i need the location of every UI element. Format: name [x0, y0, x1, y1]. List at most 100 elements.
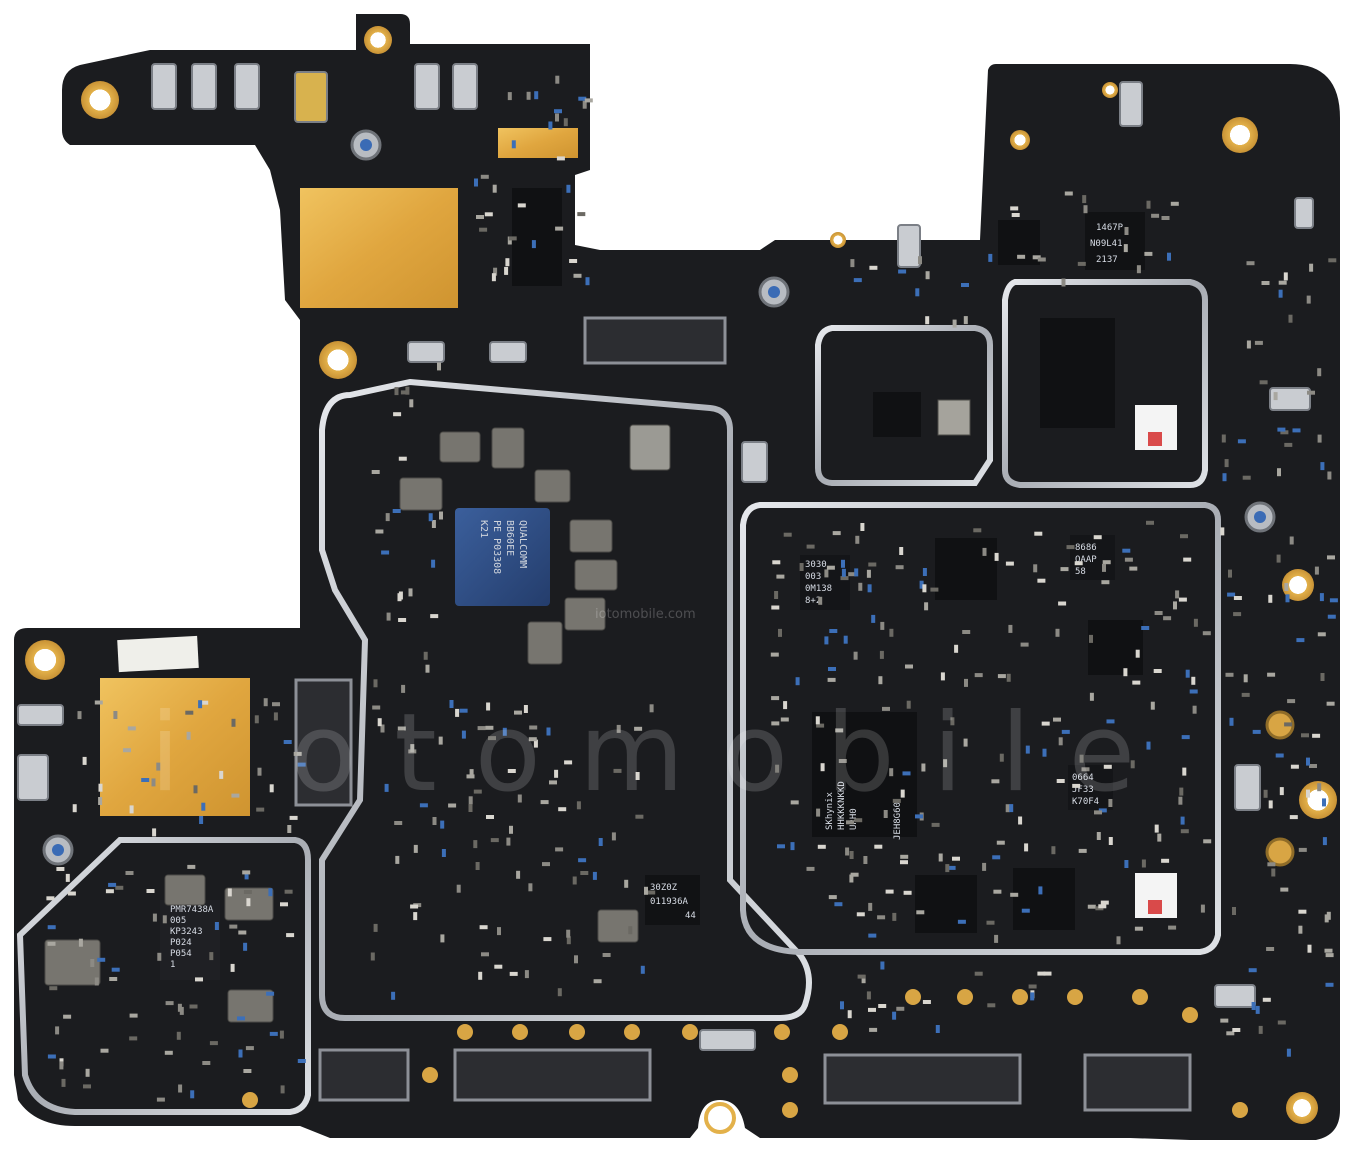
smd-part: [72, 804, 77, 813]
smd-part: [922, 584, 927, 593]
smd-part: [790, 800, 799, 805]
smd-part: [94, 977, 99, 986]
smd-part: [1277, 468, 1281, 477]
smd-part: [1167, 252, 1171, 261]
pmic-line-1: 005: [170, 916, 186, 926]
smd-part: [1225, 672, 1234, 677]
smd-part: [164, 1050, 173, 1055]
smd-part: [146, 889, 155, 893]
smd-part: [867, 584, 872, 593]
smd-part: [1183, 557, 1192, 562]
smd-part: [554, 109, 562, 114]
smd-part: [199, 816, 204, 824]
smd-part: [1146, 520, 1154, 525]
smd-part: [780, 717, 789, 722]
smd-part: [1296, 638, 1305, 643]
smd-part: [892, 798, 901, 803]
smd-part: [1124, 860, 1129, 868]
smd-part: [529, 725, 538, 730]
smd-part: [1083, 205, 1088, 214]
smd-part: [922, 568, 927, 576]
smd-part: [916, 910, 925, 915]
smd-part: [1286, 1048, 1291, 1057]
smd-part: [1277, 427, 1286, 432]
smd-part: [918, 256, 922, 265]
smd-part: [397, 726, 406, 731]
smd-part: [238, 1049, 243, 1058]
smd-part: [1306, 295, 1311, 304]
smd-part: [77, 711, 82, 720]
smd-part: [526, 91, 531, 100]
smd-part: [287, 825, 292, 833]
smd-part: [915, 288, 920, 297]
smd-part: [286, 933, 295, 938]
smd-part: [900, 789, 905, 798]
smd-part: [109, 977, 118, 981]
smd-part: [209, 1041, 218, 1046]
ic-30z0z: [645, 875, 700, 925]
smd-part: [1038, 886, 1043, 895]
smd-part: [846, 820, 854, 825]
smd-part: [490, 838, 499, 843]
smd-part: [1123, 244, 1128, 253]
smd-part: [438, 736, 443, 745]
smd-part: [931, 822, 940, 827]
smd-part: [123, 748, 131, 753]
smd-part: [280, 1085, 285, 1094]
smd-part: [649, 704, 654, 713]
smd-part: [1222, 473, 1227, 482]
watermark-large: i otomobile: [150, 691, 1173, 816]
smd-part: [473, 789, 482, 794]
smd-part: [1134, 926, 1143, 931]
smd-part: [986, 920, 995, 925]
smd-part: [868, 902, 873, 911]
smd-part: [1307, 390, 1315, 395]
smd-part: [1154, 824, 1159, 833]
smd-part: [533, 739, 538, 748]
smd-part: [157, 952, 162, 961]
smd-part: [566, 936, 571, 945]
ic-30z0z-line-0: 30Z0Z: [650, 883, 678, 893]
smd-part: [866, 569, 871, 578]
smd-part: [428, 513, 433, 522]
smd-part: [1242, 475, 1251, 480]
smd-part: [898, 269, 907, 274]
smd-part: [818, 596, 823, 605]
smd-part: [1179, 787, 1184, 796]
smd-part: [47, 941, 56, 946]
smd-part: [397, 593, 402, 602]
smd-part: [1267, 862, 1276, 867]
smd-part: [1324, 914, 1329, 923]
soc-line-3: K21: [478, 520, 489, 538]
pmic-line-0: PMR7438A: [170, 905, 214, 915]
smd-part: [1168, 925, 1177, 930]
smd-part: [961, 283, 969, 287]
smd-part: [430, 614, 439, 619]
smd-part: [1327, 471, 1332, 480]
smd-part: [1058, 601, 1067, 606]
smd-part: [1317, 783, 1322, 792]
smd-part: [508, 236, 517, 241]
smd-part: [771, 605, 780, 610]
smd-part: [806, 866, 815, 871]
smd-components: [46, 75, 1338, 1102]
smd-part: [491, 273, 496, 282]
smd-part: [385, 513, 390, 522]
smd-part: [237, 1016, 245, 1021]
smd-part: [151, 778, 156, 787]
smd-part: [848, 572, 857, 577]
smd-part: [400, 390, 409, 395]
smd-part: [878, 676, 883, 685]
smd-part: [1180, 829, 1189, 834]
smd-part: [853, 278, 862, 283]
smd-part: [868, 933, 877, 938]
smd-part: [925, 316, 930, 325]
smd-part: [861, 975, 866, 984]
smd-part: [1232, 1028, 1241, 1032]
smd-part: [100, 1048, 109, 1053]
smd-part: [1327, 555, 1335, 560]
smd-part: [507, 769, 516, 773]
smd-part: [885, 889, 894, 894]
smd-part: [879, 650, 884, 659]
smd-part: [229, 924, 238, 929]
